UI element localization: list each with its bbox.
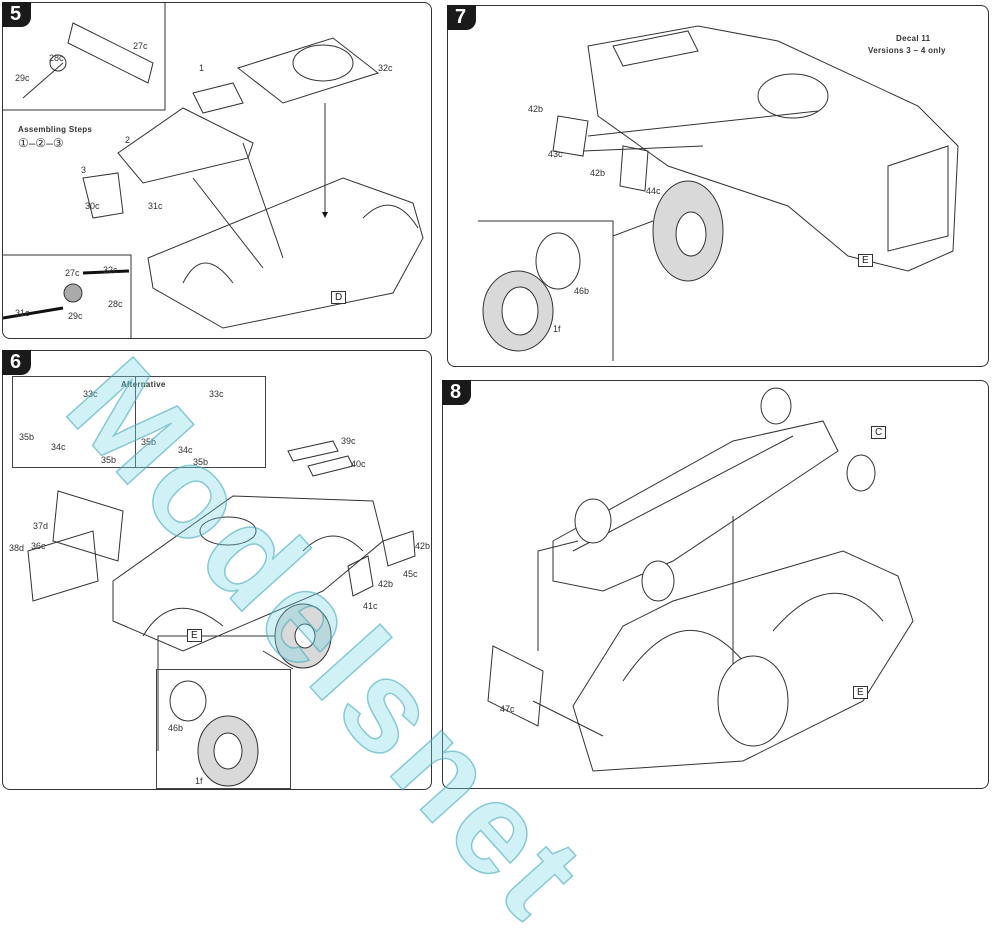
part-label: 29c	[68, 311, 83, 321]
step-8-panel: 8 47c C E	[442, 380, 989, 789]
step-number: 7	[447, 5, 477, 30]
part-label: 34c	[51, 442, 66, 452]
callout-3: 3	[81, 165, 87, 175]
sub-assembly-label-e: E	[853, 686, 868, 699]
sub-assembly-label: E	[187, 629, 202, 642]
sub-assembly-label: D	[331, 291, 347, 304]
alternative-label: Alternative	[121, 380, 166, 389]
decal-note-line1: Decal 11	[896, 34, 931, 43]
step-number: 5	[2, 2, 32, 27]
part-label: 35b	[193, 457, 209, 467]
part-label: 28c	[49, 53, 64, 63]
part-label: 27c	[65, 268, 80, 278]
part-label: 35b	[19, 432, 35, 442]
part-label: 36c	[31, 541, 46, 551]
part-label: 44c	[646, 186, 661, 196]
part-label: 42b	[528, 104, 544, 114]
part-label: 43c	[548, 149, 563, 159]
part-label: 29c	[15, 73, 30, 83]
part-label: 39c	[341, 436, 356, 446]
part-label: 42b	[415, 541, 431, 551]
part-label: 41c	[363, 601, 378, 611]
callout-1: 1	[199, 63, 205, 73]
part-label: 32c	[378, 63, 393, 73]
part-label: 45c	[403, 569, 418, 579]
part-label: 42b	[590, 168, 606, 178]
part-label: 35b	[141, 437, 157, 447]
part-label: 32c	[103, 265, 118, 275]
part-label: 42b	[378, 579, 394, 589]
part-label: 37d	[33, 521, 49, 531]
part-label: 33c	[83, 389, 98, 399]
decal-note-line2: Versions 3 – 4 only	[868, 46, 946, 55]
step-5-drawing	[3, 3, 424, 338]
part-label: 1f	[195, 776, 203, 786]
part-label: 47c	[500, 704, 515, 714]
alternative-inset: Alternative 33c 35b 34c 35b 33c 35b 34c …	[12, 376, 266, 468]
assembling-steps-sequence: ①–②–③	[18, 136, 64, 150]
part-label: 35b	[101, 455, 117, 465]
part-label: 31c	[15, 308, 30, 318]
step-7-drawing	[478, 25, 959, 361]
step-6-drawing	[27, 440, 416, 787]
part-label: 46b	[168, 723, 184, 733]
wheel-inset	[156, 669, 291, 789]
sub-assembly-label: E	[858, 254, 873, 267]
step-number: 6	[2, 350, 32, 375]
part-label: 28c	[108, 299, 123, 309]
step-6-panel: 6 Alternative 33c 35b 34c 35b 33c 35b 34…	[2, 350, 432, 790]
part-label: 34c	[178, 445, 193, 455]
step-number: 8	[442, 380, 472, 405]
step-5-panel: 5 27c 28c 29c 1 2 3 32c 31c 30c Assembli…	[2, 2, 432, 339]
part-label: 46b	[574, 286, 590, 296]
part-label: 31c	[148, 201, 163, 211]
part-label: 1f	[553, 324, 561, 334]
step-8-drawing	[487, 387, 914, 772]
part-label: 38d	[9, 543, 25, 553]
part-label: 30c	[85, 201, 100, 211]
step-7-panel: 7 Decal 11 Versions 3 – 4 only 42b 43c 4…	[447, 5, 989, 367]
part-label: 40c	[351, 459, 366, 469]
part-label: 33c	[209, 389, 224, 399]
assembling-steps-title: Assembling Steps	[18, 125, 93, 134]
part-label: 27c	[133, 41, 148, 51]
callout-2: 2	[125, 135, 131, 145]
sub-assembly-label-c: C	[871, 426, 887, 439]
